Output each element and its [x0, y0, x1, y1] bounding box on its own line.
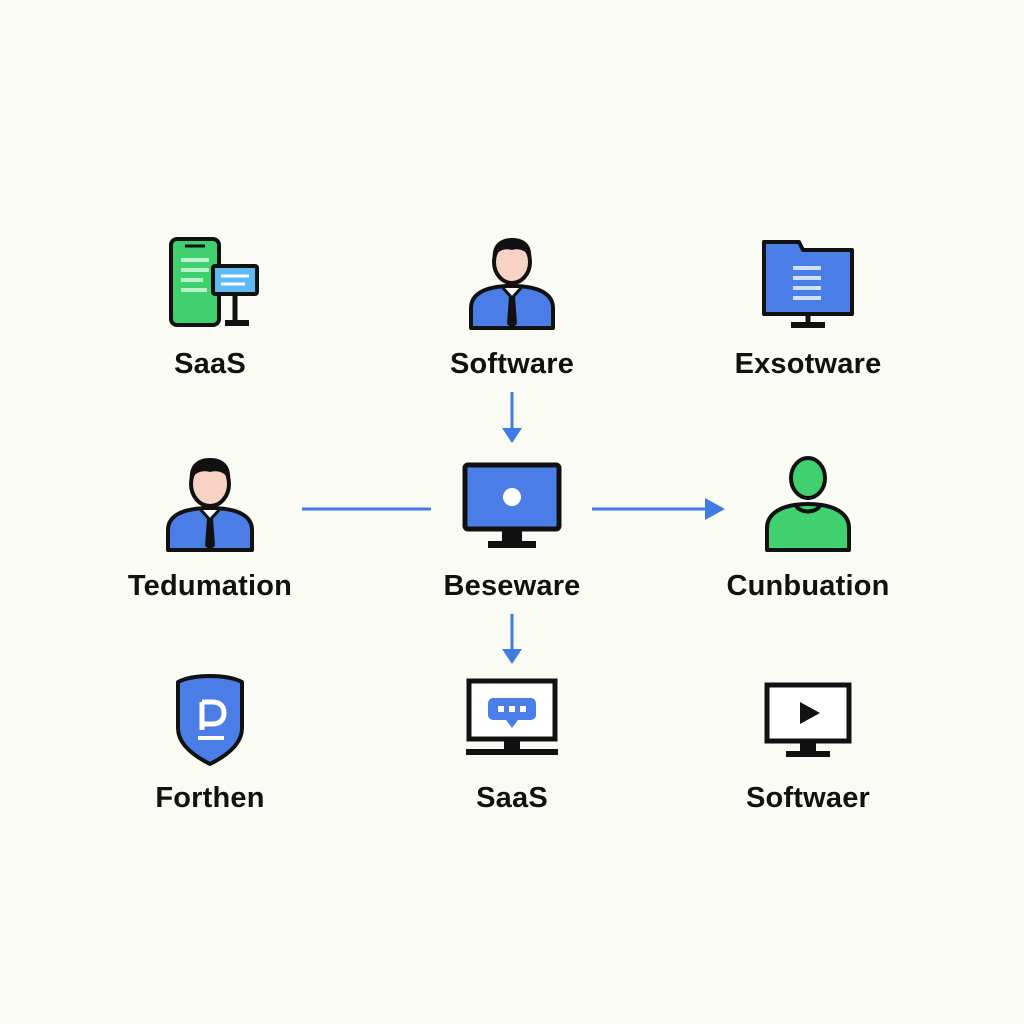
shield-icon — [174, 670, 246, 766]
node-label: Beseware — [443, 570, 581, 602]
edge-beseware-to-cunbuation-arrowhead — [705, 498, 725, 520]
node-label: Software — [449, 348, 575, 380]
edge-beseware-to-saas-bottom-arrowhead — [502, 649, 522, 664]
node-cunbuation: Cunbuation — [658, 452, 958, 612]
edge-software-to-beseware-arrowhead — [502, 428, 522, 443]
folder-monitor-icon — [761, 236, 855, 330]
node-label: Forthen — [155, 782, 265, 814]
node-label: SaaS — [174, 348, 246, 380]
node-softwaer: Softwaer — [658, 666, 958, 826]
node-exsotware: Exsotware — [658, 230, 958, 390]
node-label: SaaS — [476, 782, 548, 814]
video-monitor-icon — [764, 682, 852, 762]
node-saas-bottom: SaaS — [362, 666, 662, 826]
person-icon — [164, 454, 256, 552]
monitor-icon — [462, 462, 562, 552]
node-label: Exsotware — [734, 348, 882, 380]
phone-and-kiosk-icon — [165, 236, 260, 331]
node-label: Softwaer — [745, 782, 871, 814]
node-forthen: Forthen — [60, 666, 360, 826]
node-tedumation: Tedumation — [60, 452, 360, 612]
node-saas-top: SaaS — [60, 230, 360, 390]
node-software-top: Software — [362, 230, 662, 390]
node-label: Tedumation — [127, 570, 293, 602]
node-beseware: Beseware — [362, 452, 662, 612]
node-label: Cunbuation — [726, 570, 890, 602]
green-user-icon — [763, 454, 853, 552]
chat-monitor-icon — [464, 678, 560, 762]
person-icon — [467, 234, 557, 330]
